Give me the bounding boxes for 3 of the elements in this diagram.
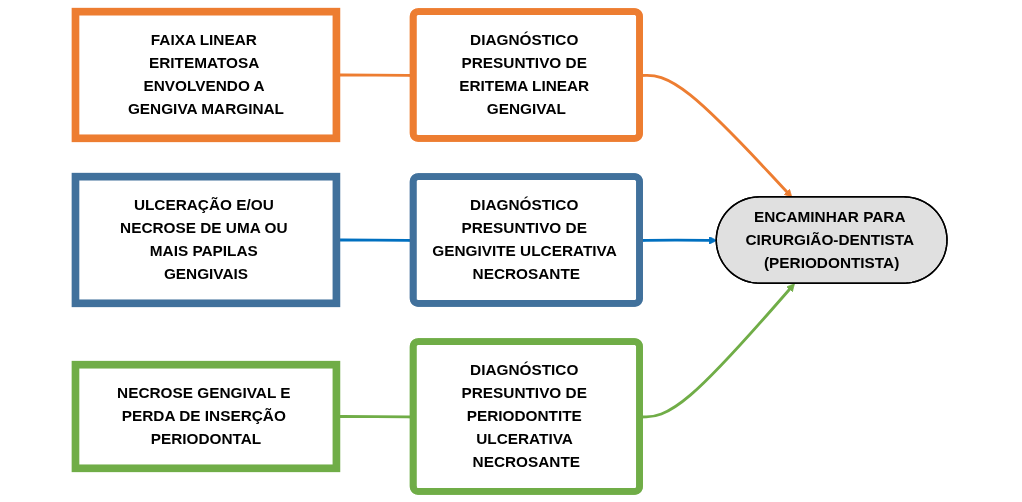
node-box: NECROSE GENGIVAL E PERDA DE INSERÇÃO PERIODONTAL [71, 360, 340, 472]
node-box: FAIXA LINEAR ERITEMATOSA ENVOLVENDO A GENGIVA MARGINAL [71, 7, 340, 142]
node-box: ULCERAÇÃO E/OU NECROSE DE UMA OU MAIS PAPILAS GENGIVAIS [71, 172, 340, 307]
